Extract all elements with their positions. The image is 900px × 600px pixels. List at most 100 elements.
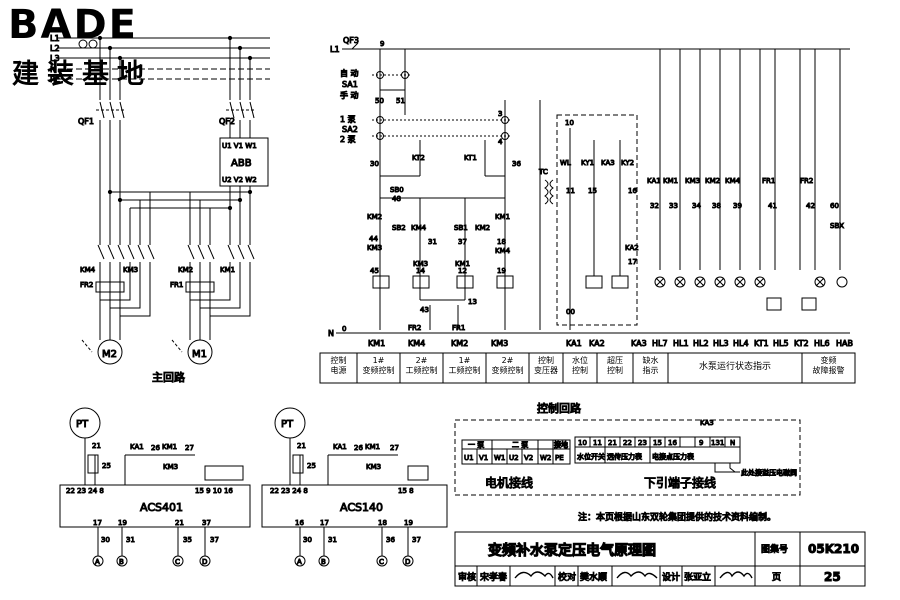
svg-text:KA1: KA1 [647,177,661,185]
model-acs140: ACS140 [340,501,383,514]
svg-text:43: 43 [420,306,429,314]
svg-text:W2: W2 [540,454,551,462]
motor-m2 [97,339,123,365]
svg-text:18: 18 [497,238,506,246]
svg-text:18: 18 [378,519,387,527]
svg-text:0: 0 [342,325,346,333]
function-cell: 1# 工频控制 [448,356,481,375]
label-ka3-ctrl: KA3 [601,159,615,167]
svg-text:31: 31 [328,536,337,544]
instrument-acs401: PT 22 23 24 8 21 25 KA1 26 KM1 27 KM3 15… [59,407,251,567]
svg-text:15 9 10 16: 15 9 10 16 [195,487,233,495]
svg-text:HL7: HL7 [652,339,668,348]
svg-text:36: 36 [386,536,395,544]
sa1-name: SA1 [342,80,358,89]
svg-text:51: 51 [396,97,405,105]
coil-km4 [412,275,430,289]
label-km4: KM4 [80,266,96,274]
label-m2: M2 [102,349,117,360]
svg-text:4: 4 [498,138,503,146]
svg-text:KT2: KT2 [794,339,809,348]
svg-text:48: 48 [392,195,401,203]
svg-text:PE: PE [555,454,564,462]
instrument-acs140: PT 22 23 24 8 21 25 KA1 26 KM1 27 KM3 15… [261,407,448,567]
svg-text:B: B [321,558,326,566]
function-cell: 2# 工频控制 [405,356,438,375]
lead-wiring-label: 下引端子接线 [644,475,716,490]
svg-text:21: 21 [92,442,101,450]
svg-text:38: 38 [712,202,721,210]
logo-brand: BADE [8,2,138,48]
control-circuit: QF3 L1 9 自 动 SA1 手 动 50 51 1 泵 SA2 2 泵 3… [319,36,856,384]
function-table [319,352,856,384]
svg-text:C: C [175,558,180,566]
svg-text:KM3: KM3 [491,339,508,348]
svg-text:KM4: KM4 [408,339,425,348]
svg-text:KA2: KA2 [589,339,605,348]
svg-text:C: C [379,558,384,566]
indicator-columns [659,49,841,270]
svg-text:11: 11 [593,439,602,447]
label-m1: M1 [192,349,207,360]
svg-text:FR2: FR2 [800,177,813,185]
svg-text:A: A [297,558,302,566]
label-sbx: SBX [830,222,844,230]
thermal-relay-fr1 [185,281,215,293]
label-qf2: QF2 [219,117,235,126]
svg-text:一 泵: 一 泵 [468,441,484,449]
motor-m1 [187,339,213,365]
svg-text:37: 37 [202,519,211,527]
svg-text:10: 10 [565,119,574,127]
svg-text:KM4: KM4 [725,177,741,185]
svg-text:16: 16 [295,519,304,527]
svg-text:图集号: 图集号 [761,543,788,555]
svg-text:HAB: HAB [836,339,853,348]
label-fr1: FR1 [170,281,183,289]
svg-text:42: 42 [806,202,815,210]
svg-text:N: N [730,439,735,447]
svg-text:V1: V1 [479,454,488,462]
svg-text:44: 44 [369,235,378,243]
svg-text:校对: 校对 [558,571,576,583]
indicator-lamps [654,276,848,288]
svg-text:31: 31 [428,238,437,246]
function-cell: 缺水 指示 [642,356,659,375]
atlas-number: 05K210 [808,542,859,556]
line-label-l1: L1 [50,34,60,43]
svg-text:19: 19 [404,519,413,527]
svg-text:21: 21 [175,519,184,527]
svg-text:W1: W1 [494,454,505,462]
inverter-outputs: U2 V2 W2 [222,176,257,184]
svg-text:50: 50 [375,97,384,105]
coil-kt2 [801,297,817,311]
svg-text:23: 23 [638,439,647,447]
svg-text:U1: U1 [464,454,474,462]
main-circuit-label: 主回路 [152,371,185,384]
svg-text:30: 30 [303,536,312,544]
terminal-dashed-box [454,419,801,496]
svg-text:34: 34 [692,202,701,210]
svg-text:KM1: KM1 [162,443,177,451]
svg-text:水位开关: 水位开关 [577,452,605,461]
svg-text:KM2: KM2 [367,213,382,221]
label-ky1: KY1 [581,159,594,167]
svg-text:宋孝春: 宋孝春 [480,571,507,583]
svg-text:37: 37 [412,536,421,544]
svg-text:26: 26 [151,444,160,452]
svg-text:35: 35 [183,536,192,544]
svg-text:KT1: KT1 [754,339,769,348]
function-table-labels: 控制 电源 1# 变频控制 2# 工频控制 1# 工频控制 2# 变频控制 控制… [320,353,855,383]
motor-terminal-table [461,439,571,465]
svg-text:KM2: KM2 [705,177,720,185]
svg-text:16: 16 [668,439,677,447]
coil-km1 [372,275,390,289]
svg-text:审核: 审核 [458,571,476,583]
svg-text:PT: PT [76,419,89,430]
svg-text:KM2: KM2 [451,339,468,348]
svg-text:26: 26 [354,444,363,452]
label-km2: KM2 [178,266,193,274]
label-fr2: FR2 [80,281,93,289]
svg-text:页: 页 [772,572,781,583]
svg-text:KM1: KM1 [365,443,380,451]
label-n: N [328,329,334,338]
